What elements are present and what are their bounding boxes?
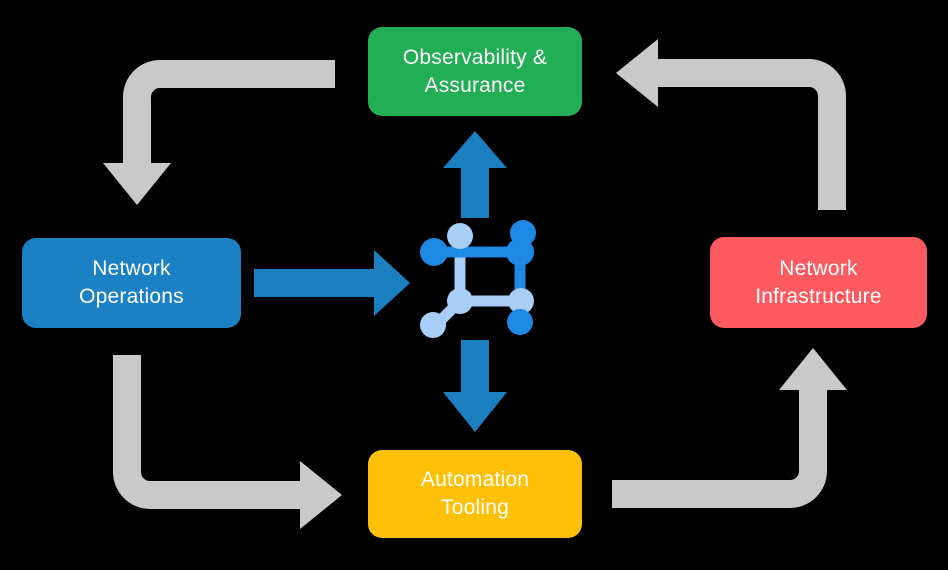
node-network-operations[interactable]: Network Operations xyxy=(22,238,241,328)
cycle-arrow-observability-to-operations xyxy=(103,60,335,205)
primary-arrow-center-to-automation xyxy=(443,340,507,432)
primary-arrow-center-to-observability xyxy=(443,131,507,218)
node-automation-tooling[interactable]: Automation Tooling xyxy=(368,450,582,538)
node-network-infrastructure[interactable]: Network Infrastructure xyxy=(710,237,927,328)
cycle-arrow-operations-to-automation xyxy=(113,355,342,529)
network-topology-icon xyxy=(420,220,536,338)
primary-arrow-ops-to-center xyxy=(254,250,410,316)
cycle-arrow-automation-to-infrastructure xyxy=(612,348,847,508)
cycle-arrow-infrastructure-to-observability xyxy=(616,39,846,210)
node-observability-assurance[interactable]: Observability & Assurance xyxy=(368,27,582,116)
